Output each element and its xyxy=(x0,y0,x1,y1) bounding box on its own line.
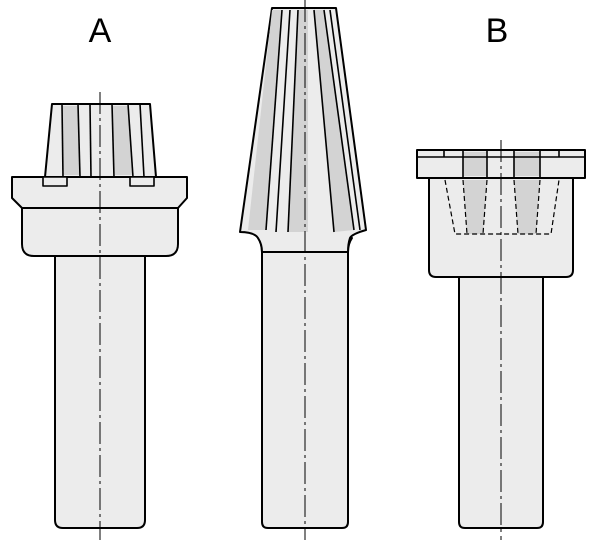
tool-a-tab xyxy=(129,176,155,187)
tool-a: A xyxy=(11,12,188,540)
tool-tapered xyxy=(239,0,367,540)
tool-b-hidden-flute xyxy=(514,180,540,234)
tool-tapered-flute xyxy=(288,10,308,232)
tool-b: B xyxy=(416,12,586,540)
tool-b-cap-slot xyxy=(514,152,540,176)
tool-a-flute xyxy=(112,106,133,175)
tool-tapered-flute xyxy=(314,10,354,232)
tool-a-flute xyxy=(62,106,80,175)
tool-a-tab xyxy=(42,176,68,187)
tool-b-hidden-flute xyxy=(463,180,487,234)
tool-b-hidden-outline xyxy=(444,179,560,235)
tool-b-cap-slot xyxy=(463,152,487,176)
tool-a-label: A xyxy=(89,12,112,50)
tool-b-shank xyxy=(458,275,544,529)
tool-b-label: B xyxy=(486,12,509,50)
tool-tapered-flute xyxy=(248,10,282,230)
